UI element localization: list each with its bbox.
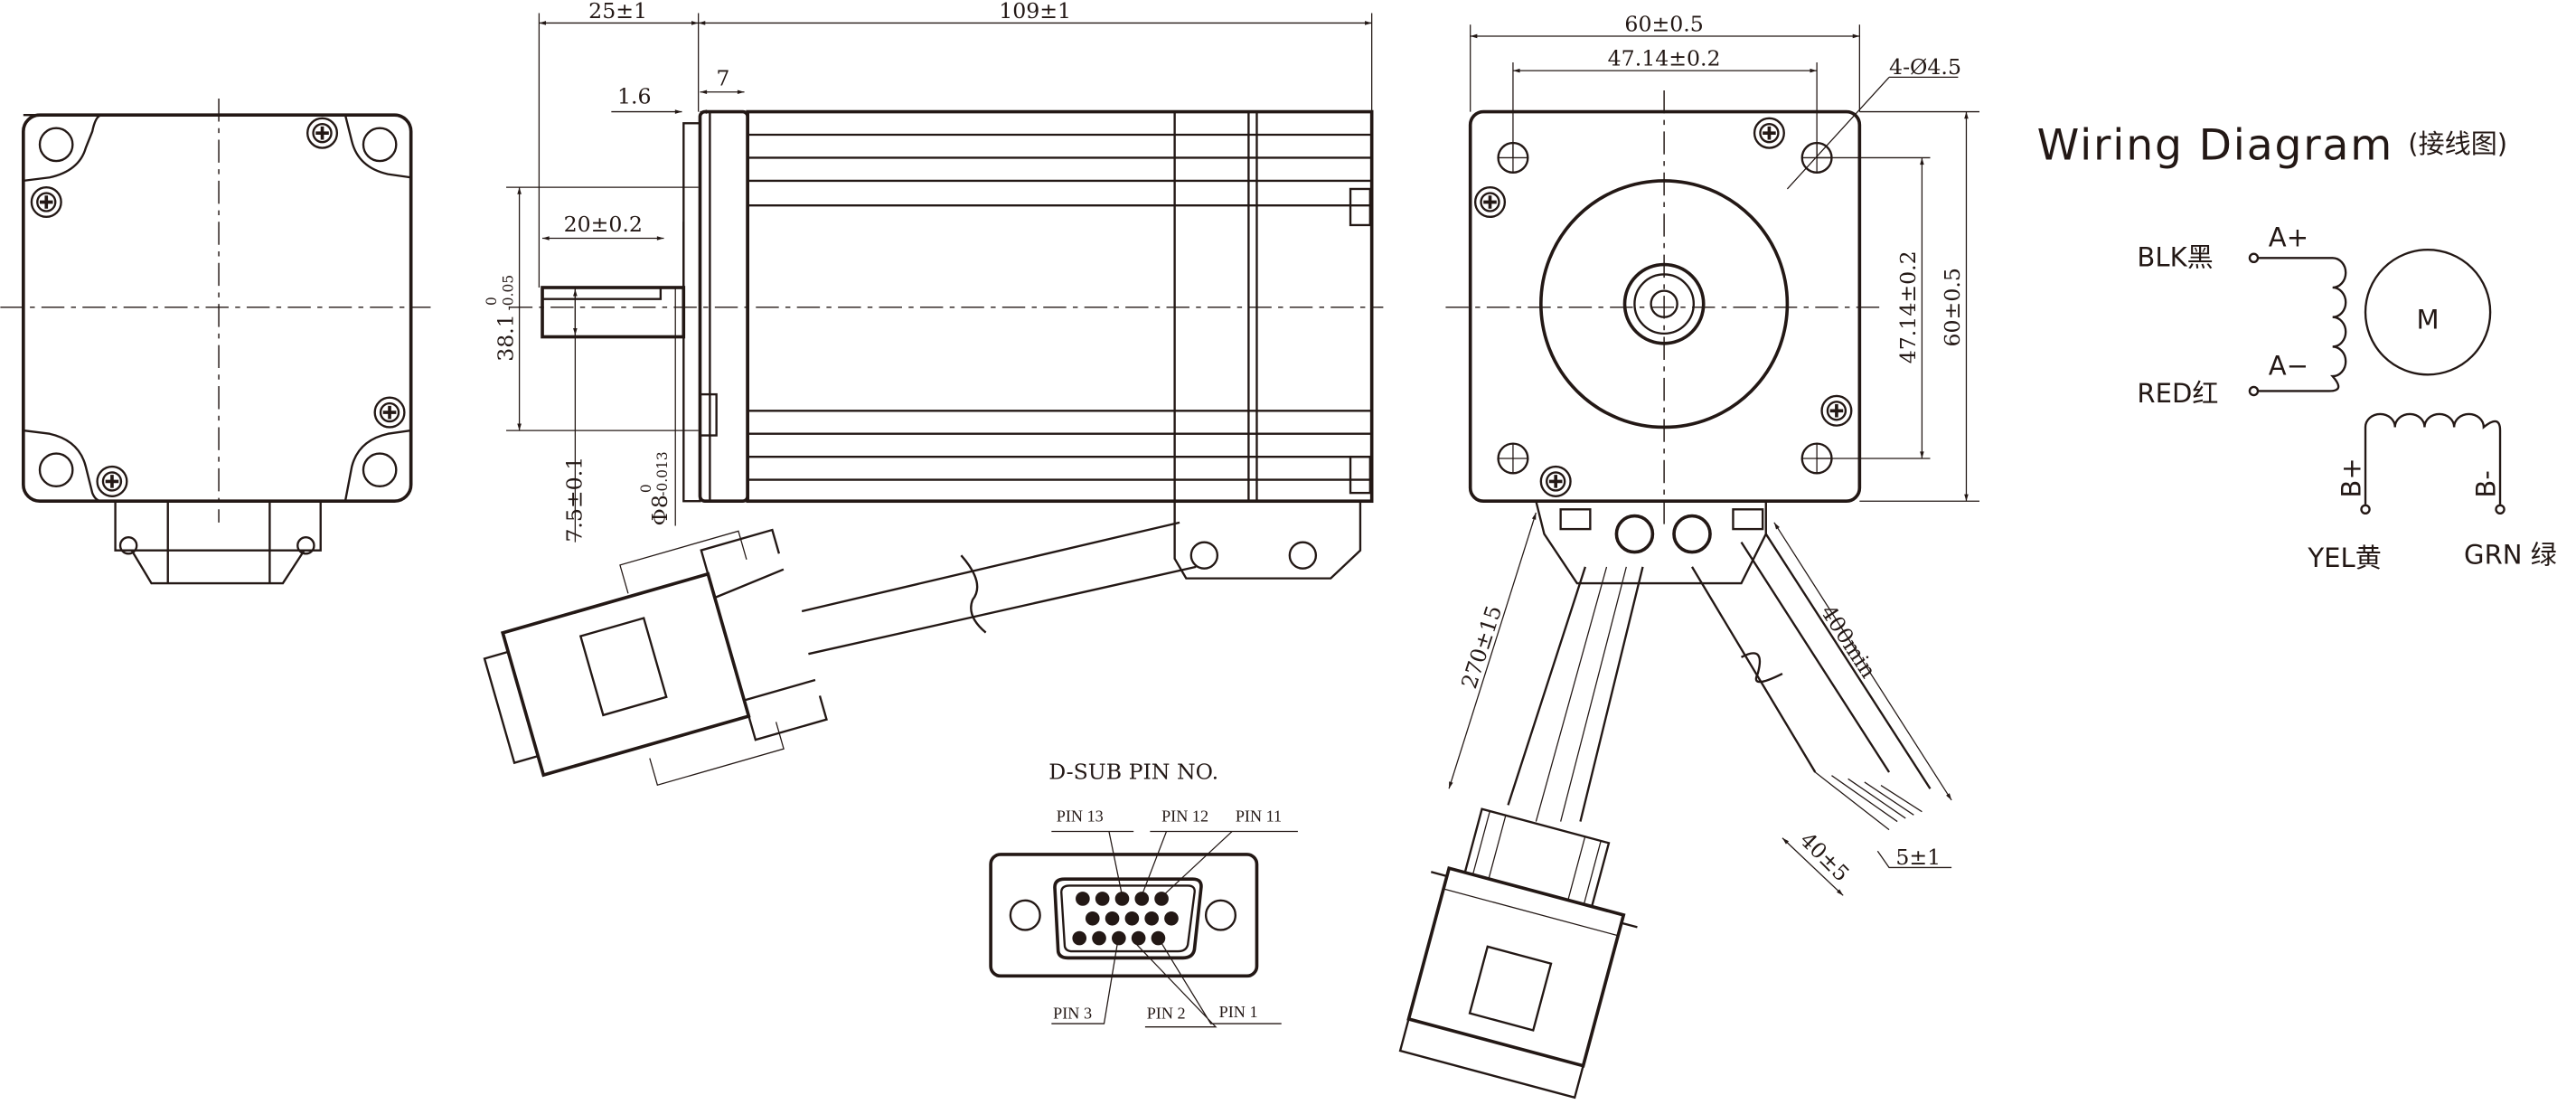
wire-blk-label: BLK黑: [2137, 241, 2213, 272]
dim-flange-step: 7: [716, 65, 729, 90]
pin-2-label: PIN 2: [1147, 1005, 1186, 1023]
dsub-title: D-SUB PIN NO.: [1048, 759, 1218, 784]
screw-icon: [1473, 185, 1507, 219]
pin-11-label: PIN 11: [1236, 807, 1282, 826]
dim-height: 60±0.5: [1940, 268, 1965, 346]
dim-hole-spacing-v: 47.14±0.2: [1895, 250, 1921, 363]
pin-3-label: PIN 3: [1053, 1005, 1092, 1023]
wire-yel-label: YEL黄: [2307, 543, 2381, 573]
dim-pilot-tol-upper: 0: [484, 297, 500, 306]
screw-icon: [1539, 465, 1573, 498]
phase-b-plus: B+: [2336, 458, 2367, 497]
front-view: 60±0.5 47.14±0.2 47.14±0.2 60±0.5 4-Ø4.5…: [1398, 12, 1980, 1100]
dim-body-length: 109±1: [999, 0, 1071, 24]
wiring-diagram: Wiring Diagram (接线图) BLK黑 RED红 A+ A− M B…: [2037, 120, 2557, 573]
dim-hole-spacing-h: 47.14±0.2: [1608, 46, 1721, 71]
phase-a-minus: A−: [2269, 350, 2308, 381]
pin-13-label: PIN 13: [1057, 807, 1104, 826]
wiring-title: Wiring Diagram: [2037, 120, 2394, 170]
wire-grn-label: GRN 绿: [2464, 539, 2557, 570]
dim-shaft-diameter: Φ8: [647, 495, 672, 525]
dim-shaft-tol-upper: 0: [638, 484, 654, 493]
screw-icon: [95, 465, 129, 498]
wiring-title-cn: (接线图): [2408, 128, 2507, 159]
dim-pilot-tol-lower: -0.05: [500, 275, 516, 311]
screw-icon: [1753, 117, 1786, 150]
dim-holes: 4-Ø4.5: [1889, 54, 1961, 80]
dim-flange-to-shaft: 25±1: [588, 0, 647, 24]
pin-1-label: PIN 1: [1219, 1003, 1258, 1021]
dsub-pinout: D-SUB PIN NO. PIN 13 PIN 12 PIN 11 PIN 3…: [989, 759, 1298, 1028]
side-view: 25±1 109±1 1.6 7 20±0.2 38.1 0 -0.05 7.5…: [483, 0, 1384, 787]
screw-icon: [372, 395, 407, 430]
motor-label: M: [2417, 304, 2440, 335]
dim-cable-length: 270±15: [1456, 602, 1507, 692]
dim-pilot-diameter: 38.1: [493, 314, 518, 362]
screw-icon: [30, 185, 63, 219]
dim-lead-length: 400min: [1816, 600, 1882, 683]
phase-b-minus: B-: [2471, 470, 2502, 497]
dim-width: 60±0.5: [1624, 12, 1703, 37]
screw-icon: [1819, 394, 1854, 428]
dim-shaft-tol-lower: -0.013: [654, 451, 671, 496]
coil-b-icon: [2364, 412, 2502, 505]
dim-flange-thickness: 1.6: [617, 83, 652, 109]
wire-red-label: RED红: [2137, 378, 2218, 409]
dim-shaft-length: 20±0.2: [564, 212, 643, 237]
screw-icon: [306, 117, 339, 150]
pin-12-label: PIN 12: [1161, 807, 1208, 826]
dim-strip-end: 5±1: [1895, 845, 1941, 870]
phase-a-plus: A+: [2269, 222, 2308, 253]
motor-symbol: [2364, 249, 2492, 376]
rear-view: [0, 99, 431, 585]
dim-shaft-flat: 7.5±0.1: [562, 457, 588, 543]
coil-a-icon: [2258, 257, 2347, 392]
